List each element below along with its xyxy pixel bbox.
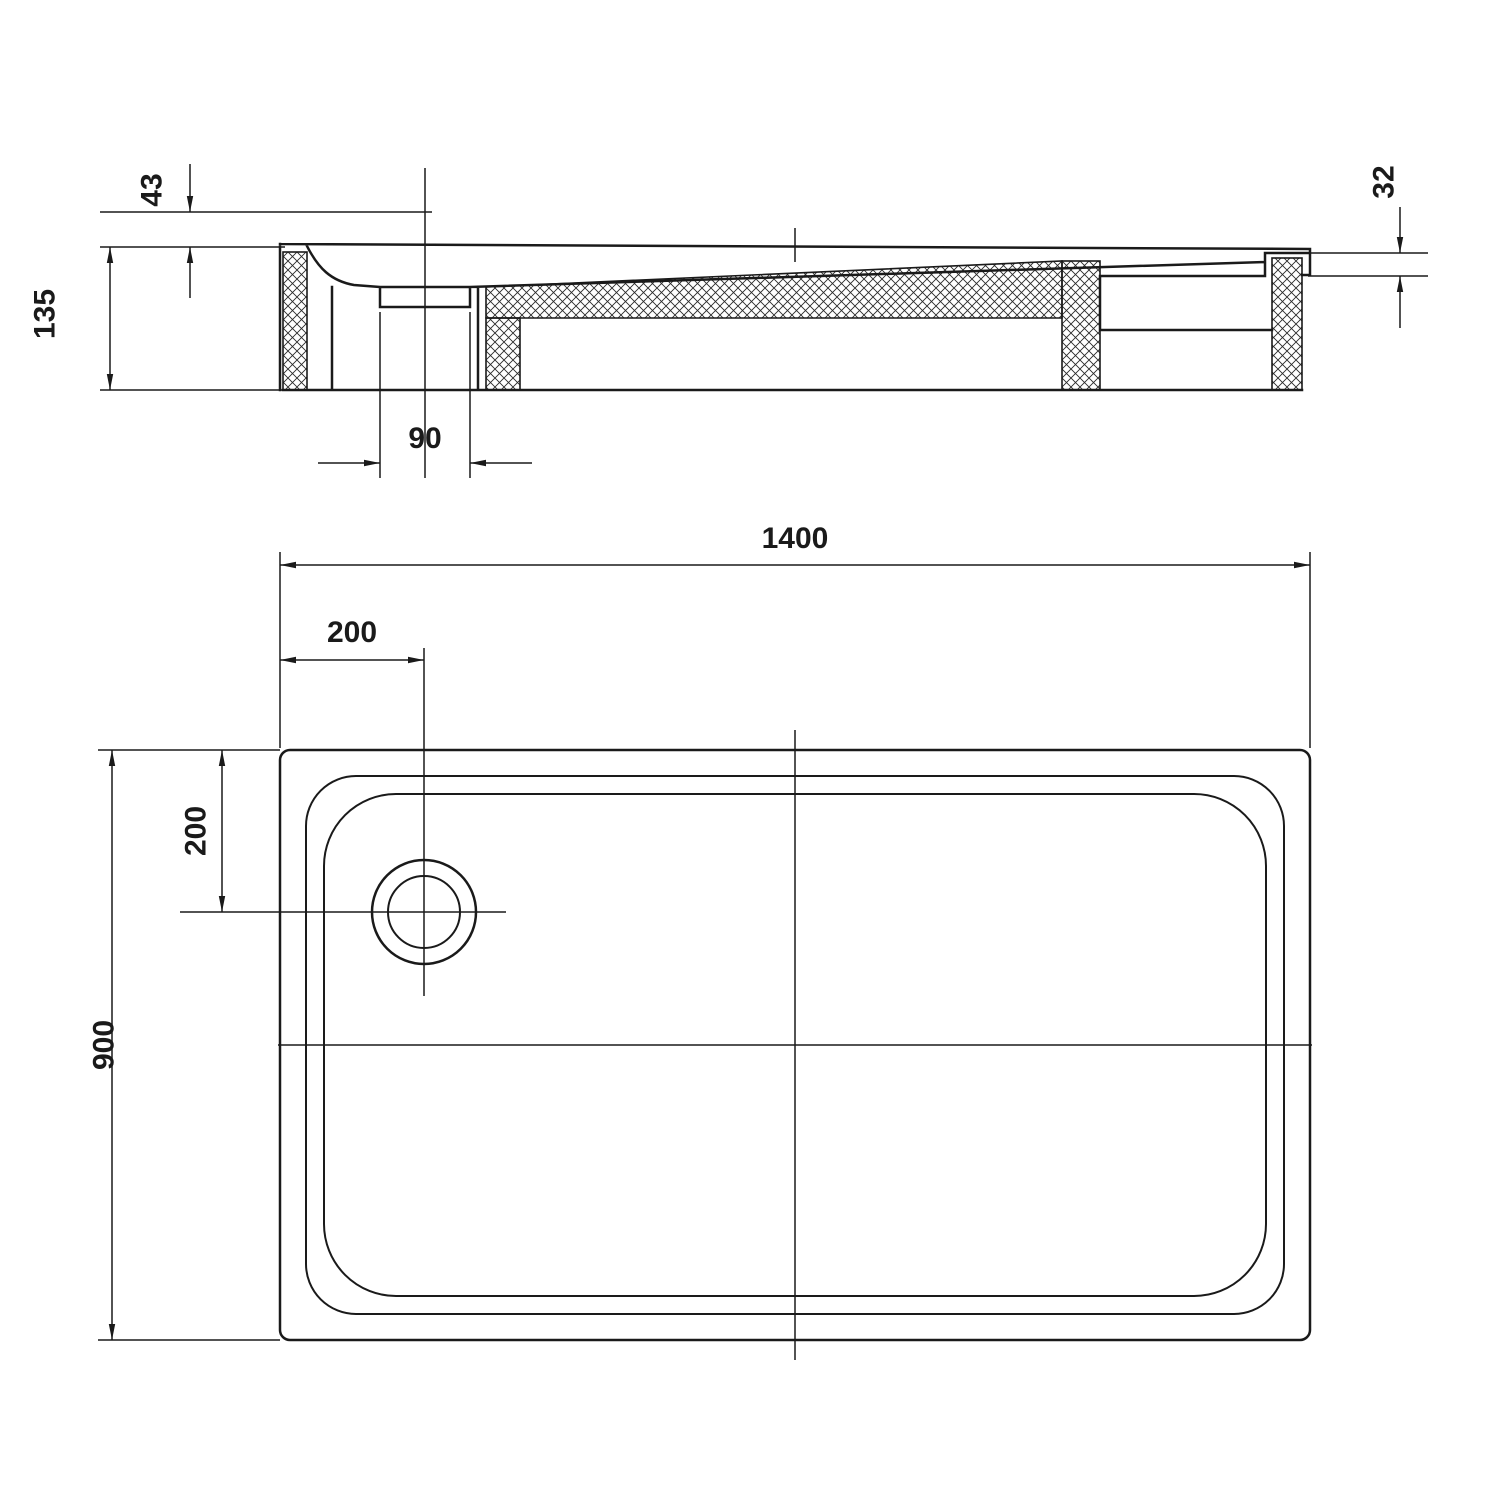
plan-view: 1400 200 200 900 — [88, 522, 1312, 1360]
dim-label-drain-offset-y: 200 — [180, 806, 213, 856]
right-leg-hatch — [1271, 257, 1303, 391]
side-section-view: 43 135 32 90 — [29, 164, 1428, 478]
side-view-dimension-lines — [100, 164, 1428, 478]
right-mid-leg-hatch — [1061, 260, 1101, 391]
dim-label-drain-width: 90 — [408, 422, 441, 455]
dim-label-length: 1400 — [762, 522, 829, 555]
left-skirt-hatch — [282, 251, 308, 391]
dim-label-drain-offset-x: 200 — [327, 616, 377, 649]
sloped-base-wedge-hatch — [485, 260, 1063, 319]
plan-view-arrowheads — [108, 561, 1310, 1340]
dim-label-width: 900 — [88, 1020, 121, 1070]
dim-label-rim-depth-left: 43 — [136, 173, 169, 206]
dim-label-overall-height: 135 — [29, 289, 62, 339]
left-mid-leg-hatch — [485, 317, 521, 391]
dim-label-rim-depth-right: 32 — [1368, 165, 1401, 198]
plan-view-dimension-lines — [98, 552, 1312, 1360]
